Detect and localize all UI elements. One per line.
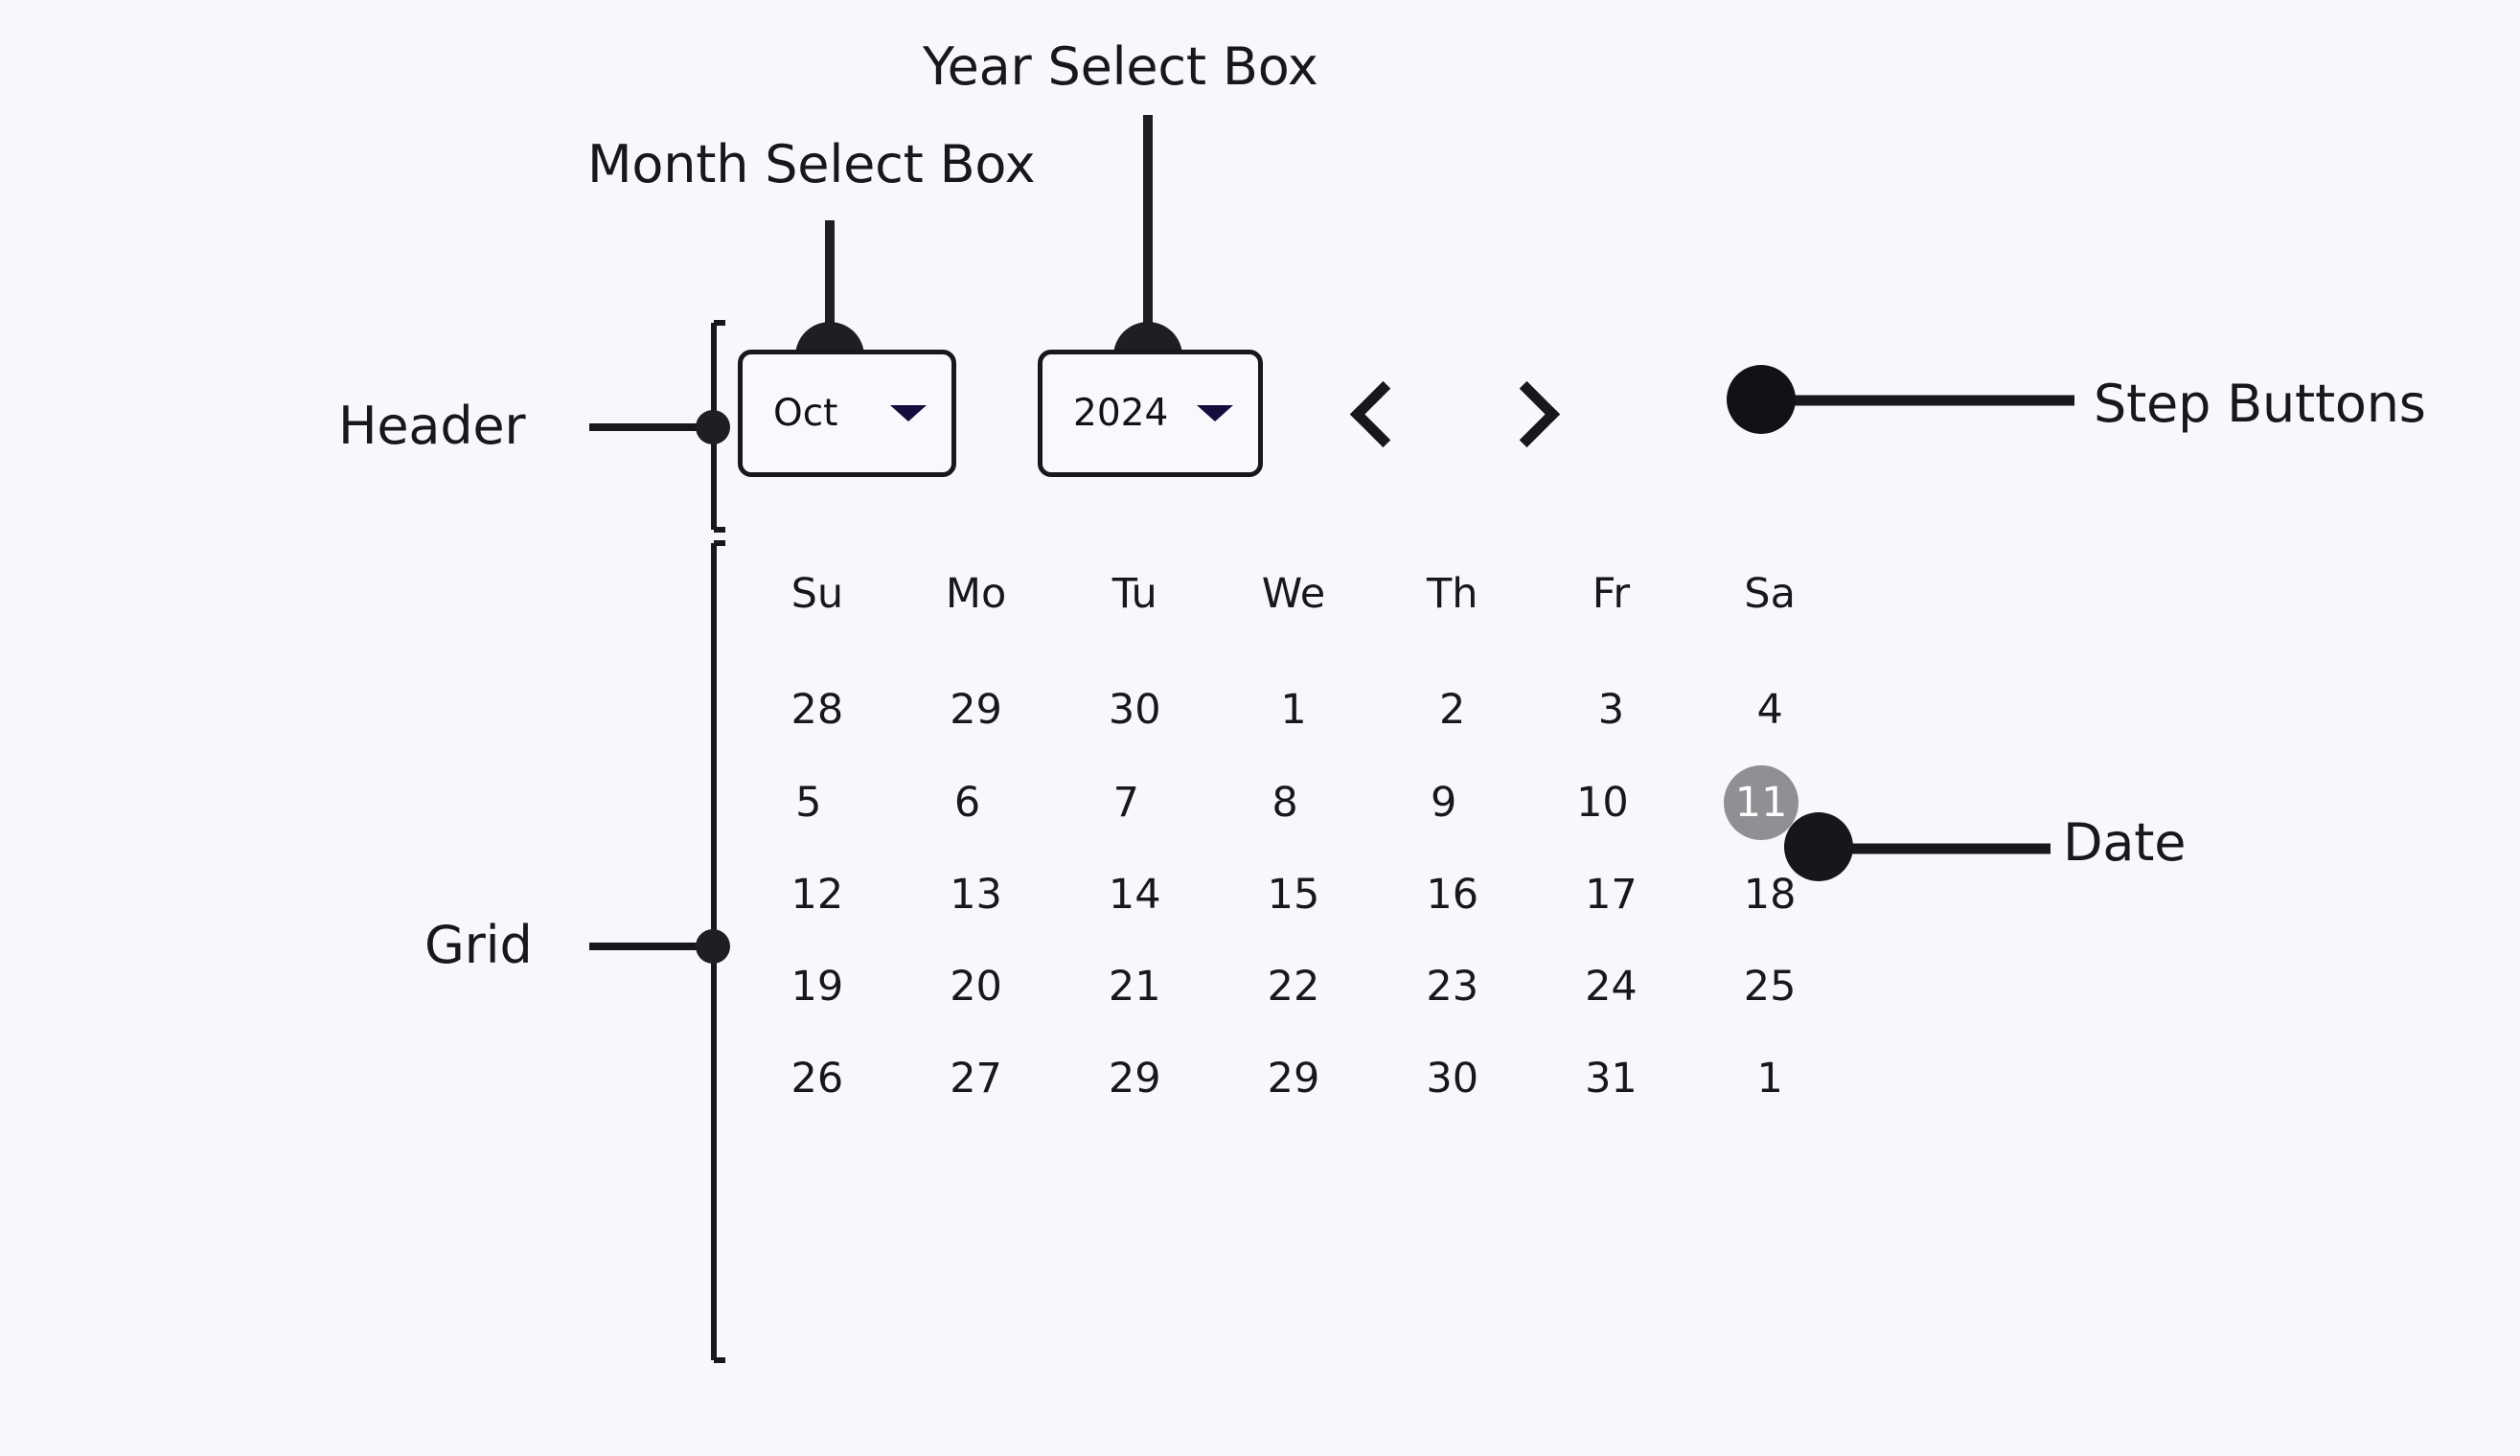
week-row: 28 29 30 1 2 3 4 [738,664,1849,756]
year-select-value: 2024 [1073,392,1169,435]
date-cell[interactable]: 3 [1597,685,1625,734]
annotation-label-step-buttons: Step Buttons [2094,374,2426,434]
date-cell[interactable]: 27 [950,1054,1002,1103]
annotation-label-header: Header [338,396,526,456]
week-row: 19 20 21 22 23 24 25 [738,941,1849,1033]
date-picker-grid: Su Mo Tu We Th Fr Sa 28 29 30 1 2 3 4 5 [738,558,1849,1125]
date-cell[interactable]: 12 [790,870,844,919]
date-cell[interactable]: 17 [1585,870,1638,919]
weekday-label-mo: Mo [945,569,1007,618]
date-cell[interactable]: 26 [790,1054,844,1103]
date-cell[interactable]: 23 [1426,962,1479,1011]
date-cell[interactable]: 29 [1108,1054,1161,1103]
date-cell[interactable]: 22 [1267,962,1320,1011]
date-cell[interactable]: 4 [1756,685,1783,734]
month-select-box[interactable]: Oct [738,350,956,477]
date-cell[interactable]: 19 [790,962,844,1011]
weekday-label-th: Th [1426,569,1478,618]
weekday-label-su: Su [790,569,844,618]
step-buttons [1356,375,1546,447]
date-picker: Oct 2024 Su Mo Tu We Th Fr Sa [738,340,1868,1099]
week-row: 26 27 29 29 30 31 1 [738,1033,1849,1125]
date-cell[interactable]: 16 [1426,870,1479,919]
date-cell[interactable]: 31 [1585,1054,1638,1103]
chevron-down-icon [1197,405,1233,421]
date-cell[interactable]: 7 [1112,778,1139,827]
grid-leader [589,929,730,964]
annotation-label-month-select: Month Select Box [587,134,1036,194]
date-cell[interactable]: 18 [1743,870,1797,919]
week-row: 12 13 14 15 16 17 18 [738,849,1849,941]
date-cell[interactable]: 29 [950,685,1002,734]
date-cell-selected[interactable]: 11 [1682,765,1841,840]
date-cell[interactable]: 9 [1431,778,1457,827]
header-leader [589,410,730,444]
chevron-left-icon[interactable] [1356,375,1398,447]
year-select-box[interactable]: 2024 [1038,350,1263,477]
date-cell[interactable]: 5 [795,778,822,827]
date-cell[interactable]: 15 [1267,870,1320,919]
date-cell[interactable]: 14 [1108,870,1161,919]
weekday-label-sa: Sa [1744,569,1796,618]
chevron-down-icon [890,405,927,421]
date-cell[interactable]: 30 [1108,685,1161,734]
date-picker-header: Oct 2024 [738,340,1868,484]
date-cell[interactable]: 28 [790,685,844,734]
weekday-label-we: We [1261,569,1326,618]
date-cell[interactable]: 24 [1585,962,1638,1011]
month-select-value: Oct [773,392,838,435]
date-cell[interactable]: 13 [950,870,1002,919]
weekday-header-row: Su Mo Tu We Th Fr Sa [738,558,1849,629]
annotation-label-grid: Grid [424,915,533,975]
week-row: 5 6 7 8 9 10 11 [729,757,1841,849]
annotation-label-year-select: Year Select Box [923,36,1318,97]
date-cell[interactable]: 21 [1108,962,1161,1011]
date-cell[interactable]: 10 [1576,778,1629,827]
date-cell[interactable]: 29 [1267,1054,1320,1103]
weekday-label-tu: Tu [1111,569,1157,618]
date-cell[interactable]: 2 [1439,685,1466,734]
date-cell[interactable]: 30 [1426,1054,1479,1103]
selected-date-pill: 11 [1724,765,1799,840]
date-cell[interactable]: 8 [1271,778,1298,827]
chevron-right-icon[interactable] [1503,375,1546,447]
date-cell[interactable]: 25 [1743,962,1797,1011]
annotation-label-date: Date [2063,812,2187,873]
header-bracket [711,320,725,533]
date-cell[interactable]: 1 [1280,685,1307,734]
grid-bracket [711,540,725,1363]
weekday-label-fr: Fr [1592,569,1631,618]
date-cell[interactable]: 1 [1756,1054,1783,1103]
date-cell[interactable]: 20 [950,962,1002,1011]
date-cell[interactable]: 6 [953,778,981,827]
